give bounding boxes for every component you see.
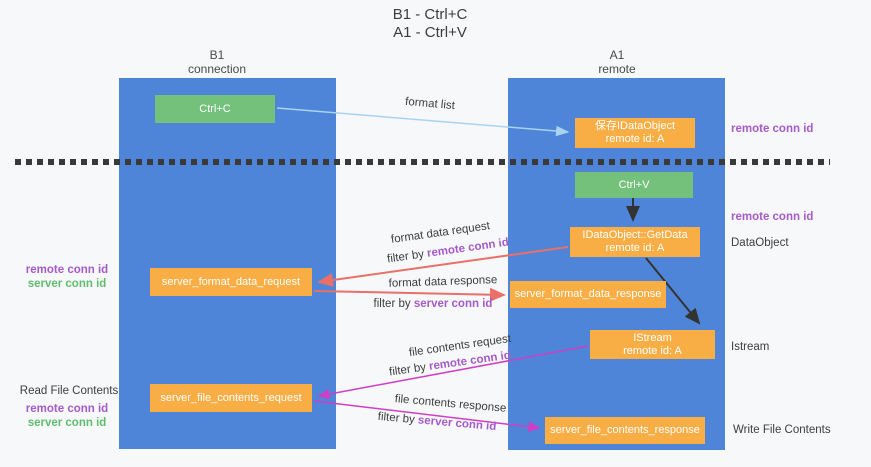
lane-a1-subtitle: remote — [598, 62, 636, 76]
server-file-contents-request-label: server_file_contents_request — [160, 391, 302, 404]
format-data-request-arrow — [317, 246, 569, 287]
title-line-2: A1 - Ctrl+V — [393, 24, 467, 41]
istream-line1: IStream — [633, 331, 672, 344]
dataobject-label: DataObject — [731, 237, 789, 249]
getdata-line2: remote id: A — [605, 242, 665, 254]
left-server-conn-id-2: server conn id — [27, 417, 107, 429]
node-istream: IStream remote id: A — [590, 330, 715, 359]
node-ctrl-v: Ctrl+V — [575, 172, 693, 198]
save-dataobject-line1: 保存IDataObject — [594, 120, 676, 132]
node-getdata: IDataObject::GetData remote id: A — [570, 227, 700, 257]
node-server-format-data-response: server_format_data_response — [510, 281, 666, 308]
lane-a1-title: A1 — [609, 48, 625, 62]
left-remote-conn-id-2: remote conn id — [25, 403, 109, 415]
write-file-contents-label: Write File Contents — [733, 424, 831, 436]
lane-header-b1: B1 connection — [157, 48, 277, 76]
diagram-title: B1 - Ctrl+C A1 - Ctrl+V — [330, 6, 530, 42]
getdata-line1: IDataObject::GetData — [582, 229, 688, 241]
lane-b1-title: B1 — [209, 48, 225, 62]
node-server-file-contents-request: server_file_contents_request — [150, 384, 312, 412]
read-file-contents-label: Read File Contents — [19, 385, 119, 397]
left-server-conn-id-1: server conn id — [27, 278, 107, 290]
right-remote-conn-id-mid: remote conn id — [731, 211, 814, 223]
node-save-dataobject: 保存IDataObject remote id: A — [575, 118, 695, 148]
server-format-data-response-label: server_format_data_response — [514, 288, 662, 300]
server-file-contents-response-label: server_file_contents_response — [550, 424, 700, 436]
file-contents-response-arrow — [313, 400, 541, 432]
ctrl-c-label: Ctrl+C — [199, 102, 231, 115]
dashed-separator — [15, 159, 830, 165]
title-line-1: B1 - Ctrl+C — [392, 6, 468, 23]
format-data-response-arrow — [313, 287, 506, 302]
node-server-file-contents-response: server_file_contents_response — [545, 417, 705, 444]
server-conn-id-value: server conn id — [413, 298, 493, 310]
node-ctrl-c: Ctrl+C — [155, 95, 275, 123]
server-format-data-request-label: server_format_data_request — [161, 275, 301, 288]
file-contents-request-arrow — [317, 345, 589, 400]
save-dataobject-line2: remote id: A — [605, 133, 665, 145]
lane-header-a1: A1 remote — [557, 48, 677, 76]
ctrl-v-label: Ctrl+V — [618, 178, 650, 191]
right-remote-conn-id-top: remote conn id — [731, 123, 814, 135]
getdata-to-istream-arrow — [645, 257, 701, 325]
filter-by-text: filter by — [373, 298, 414, 310]
left-remote-conn-id-1: remote conn id — [25, 264, 109, 276]
node-server-format-data-request: server_format_data_request — [150, 268, 312, 296]
istream-line2: remote id: A — [623, 344, 682, 357]
format-list-arrow — [276, 107, 570, 137]
format-data-response-filter: filter by server conn id — [368, 298, 498, 310]
lane-b1-subtitle: connection — [187, 62, 247, 76]
istream-side-label: Istream — [731, 341, 770, 353]
